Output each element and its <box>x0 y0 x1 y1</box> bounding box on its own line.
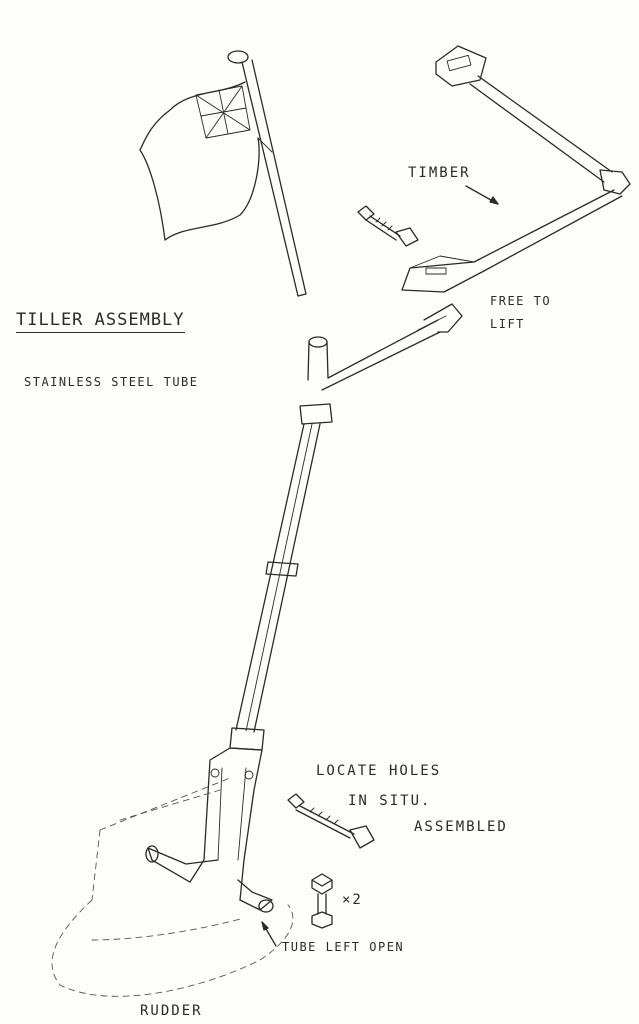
flag-pole-cap <box>227 50 249 64</box>
nut-bolt-x2 <box>311 873 333 929</box>
material-label: STAINLESS STEEL TUBE <box>24 375 199 389</box>
rudder-label: RUDDER <box>140 1003 203 1019</box>
tiller-rod <box>469 75 613 183</box>
locate-holes-label-line1: LOCATE HOLES <box>316 763 442 779</box>
locate-holes-label-line2: IN SITU. <box>348 793 432 809</box>
quantity-label: ×2 <box>342 892 363 908</box>
tube-collar-low <box>229 727 265 751</box>
tube-left-open-label: TUBE LEFT OPEN <box>282 940 405 954</box>
free-to-lift-label-line2: LIFT <box>490 317 525 331</box>
tube-elbow-arm <box>321 319 441 391</box>
bolt-upper <box>357 205 419 247</box>
timber-arrow <box>465 185 499 205</box>
flag-cloth <box>139 81 260 241</box>
tube-collar-top <box>299 403 333 425</box>
tube-open-arrow <box>261 921 277 947</box>
flag-union-jack <box>195 85 251 139</box>
timber-handle <box>401 189 623 293</box>
tube-open-end <box>258 899 274 913</box>
rudder-outline <box>51 777 294 997</box>
tube-socket <box>423 303 463 333</box>
timber-label: TIMBER <box>408 165 471 181</box>
tiller-top-block <box>435 45 487 87</box>
flag-group <box>139 50 307 297</box>
assembled-label: ASSEMBLED <box>414 819 508 835</box>
free-to-lift-label-line1: FREE TO <box>490 294 552 308</box>
tube-fork <box>151 747 263 901</box>
tube-collar-mid <box>265 561 299 577</box>
tube-main-shaft <box>235 423 321 733</box>
tiller-hinge-joint <box>599 169 631 195</box>
bolt-assembled <box>287 793 375 849</box>
steel-tiller-tube <box>145 303 463 913</box>
flag-pole <box>241 59 307 297</box>
tube-top-end <box>308 336 328 348</box>
diagram-title: TILLER ASSEMBLY <box>16 312 185 333</box>
timber-tiller-arm <box>401 45 631 293</box>
